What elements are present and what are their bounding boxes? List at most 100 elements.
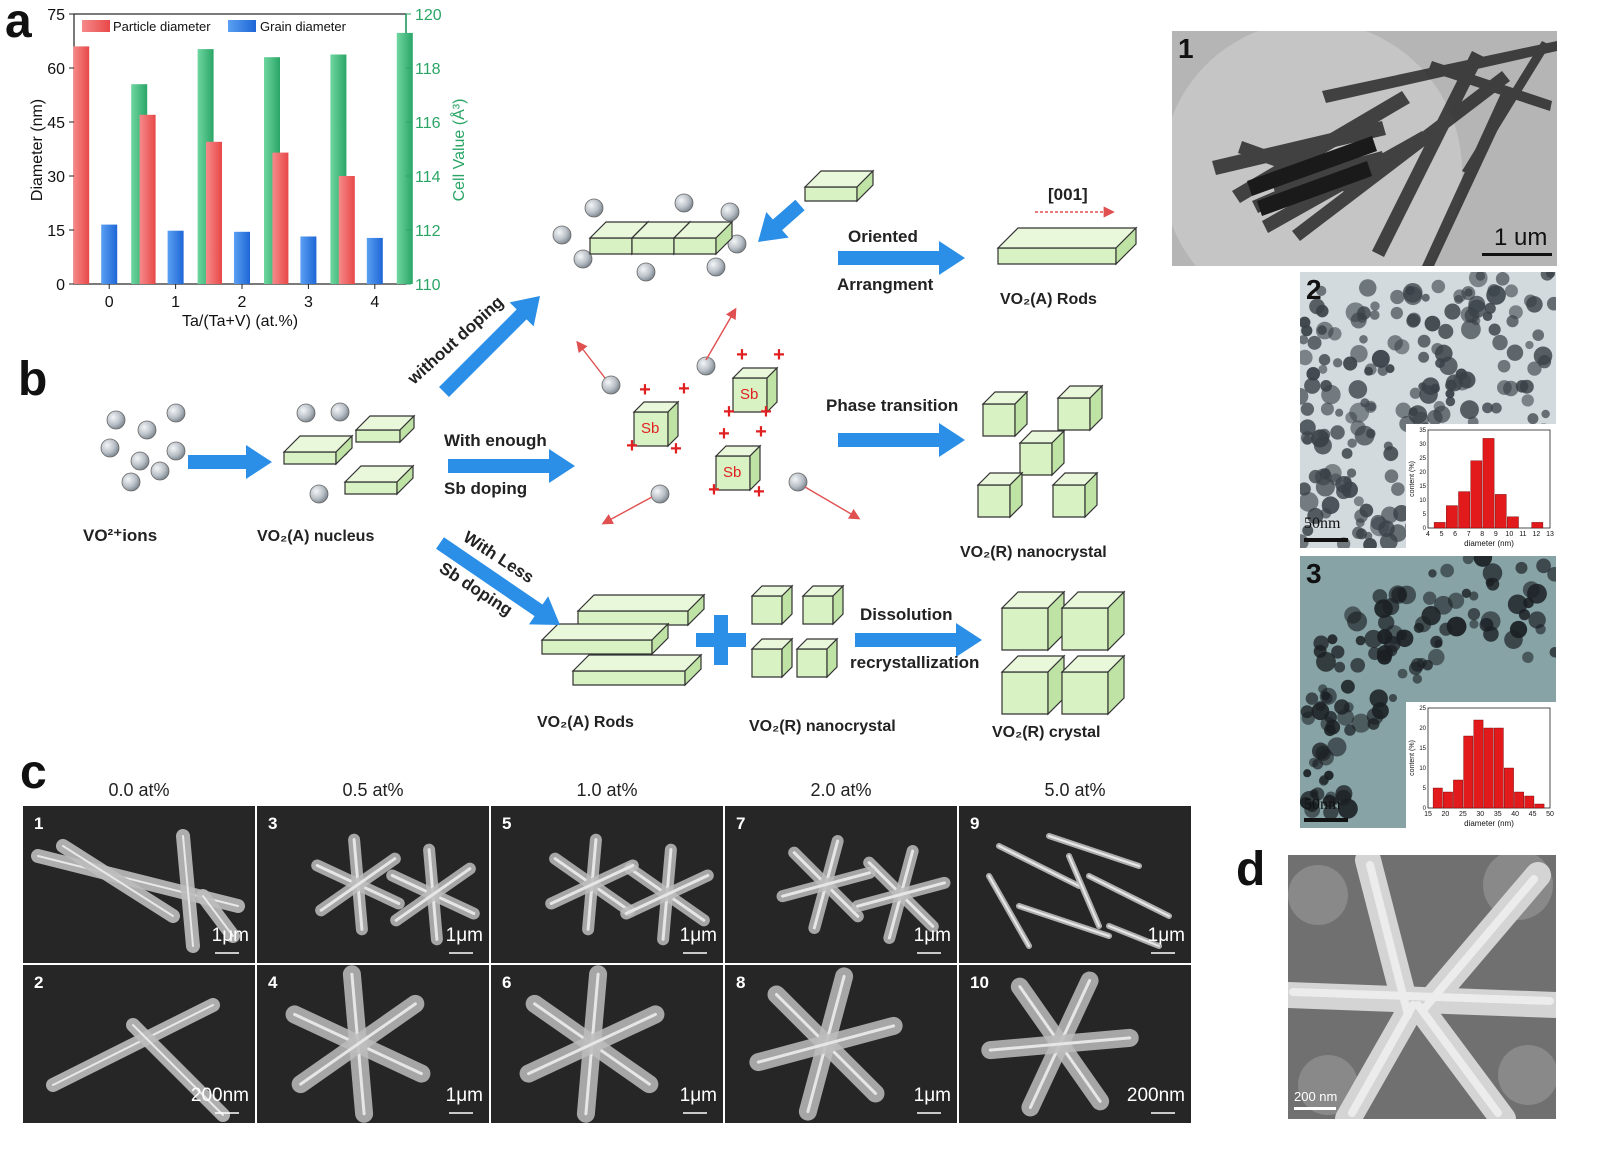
concentration-label: 1.0 at% — [576, 780, 638, 800]
charge-plus: + — [670, 438, 682, 460]
sem-scale-label: 1μm — [679, 925, 717, 946]
label-with-enough: With enough — [444, 431, 547, 450]
label-vo2r-nanocrystal-bottom: VO₂(R) nanocrystal — [749, 718, 896, 735]
sem-image-number: 6 — [502, 973, 512, 992]
nanocrystal-cube — [1018, 429, 1066, 477]
histogram-bar — [1458, 491, 1470, 529]
sb-cube-2: Sb — [731, 366, 779, 414]
concentration-label: 0.5 at% — [342, 780, 404, 800]
vo2a-rod-top — [996, 226, 1138, 266]
x-tick-label: 0 — [105, 294, 114, 311]
inset-x-label: diameter (nm) — [1464, 539, 1514, 548]
label-vo2a-rods-bottom: VO₂(A) Rods — [537, 714, 634, 731]
inset-x-tick-label: 20 — [1442, 811, 1450, 818]
histogram-bar — [1494, 494, 1507, 529]
vo2-ion-ball — [330, 402, 350, 422]
small-r-cube — [750, 637, 794, 679]
histogram-bar — [1507, 516, 1519, 529]
vo2-ion-ball — [636, 262, 656, 282]
y2-tick-label: 116 — [415, 115, 441, 132]
label-vo2-ions: VO²⁺ions — [83, 526, 157, 545]
label-vo2a-nucleus: VO₂(A) nucleus — [257, 528, 374, 545]
label-oriented: Oriented — [848, 227, 918, 246]
label-vo2r-nanocrystal-mid: VO₂(R) nanocrystal — [960, 544, 1107, 561]
nucleus-plate — [282, 434, 354, 466]
vo2-ion-ball — [573, 249, 593, 269]
histogram-bar — [1482, 438, 1495, 529]
vo2a-rod-bottom — [576, 593, 706, 627]
incoming-plate — [803, 169, 875, 203]
inset-x-tick-label: 35 — [1494, 811, 1502, 818]
nanocrystal-cube — [981, 390, 1029, 438]
concentration-label: 0.0 at% — [108, 780, 170, 800]
crystal-cube — [1060, 590, 1126, 652]
flow-arrow — [436, 537, 560, 625]
charge-plus: + — [678, 378, 690, 400]
vo2-ion-ball — [166, 403, 186, 423]
vo2-ion-ball — [552, 225, 572, 245]
sem-image-number: 1 — [34, 814, 44, 833]
bar-grain-diameter — [167, 230, 184, 284]
vo2-ion-ball — [727, 234, 747, 254]
histogram-bar — [1446, 505, 1458, 529]
y-tick-label: 60 — [47, 61, 65, 78]
inset-y-tick-label: 5 — [1423, 786, 1427, 792]
sem-scale-label: 200nm — [190, 1085, 249, 1106]
inset-x-tick-label: 9 — [1494, 531, 1498, 538]
sb-cube-3: Sb — [714, 444, 762, 492]
label-direction-001: [001] — [1048, 185, 1088, 204]
rod-segment — [630, 220, 692, 256]
histogram-bar — [1493, 727, 1504, 809]
bar-particle-diameter — [206, 141, 222, 284]
bar-particle-diameter — [338, 176, 355, 284]
inset-x-tick-label: 5 — [1440, 531, 1444, 538]
tem-image-2-scale: 50nm — [1304, 515, 1341, 532]
sem-scale-label: 1μm — [445, 1085, 483, 1106]
concentration-label: 5.0 at% — [1044, 780, 1106, 800]
legend-label-grain: Grain diameter — [260, 19, 347, 34]
vo2-ion-ball — [584, 198, 604, 218]
inset-x-label: diameter (nm) — [1464, 819, 1514, 828]
inset-x-tick-label: 15 — [1424, 811, 1432, 818]
sem-image-number: 10 — [970, 973, 989, 992]
inset-y-tick-label: 0 — [1423, 526, 1427, 532]
tem-image-3-scale: 50nm — [1304, 796, 1341, 813]
panel-label-d: d — [1236, 843, 1266, 896]
y2-tick-label: 110 — [415, 277, 441, 294]
flow-arrow — [448, 449, 575, 483]
tem-image-3-number: 3 — [1306, 558, 1322, 589]
inset-x-tick-label: 50 — [1546, 811, 1554, 818]
plus-sign — [696, 615, 746, 665]
y2-tick-label: 120 — [415, 7, 442, 24]
sb-label-2: Sb — [740, 386, 758, 403]
crystal-cube — [1060, 654, 1126, 716]
sem-image-number: 8 — [736, 973, 746, 992]
vo2-ion-ball — [601, 375, 621, 395]
dissociation-arrows — [576, 307, 861, 525]
x-tick-label: 2 — [238, 294, 247, 311]
bar-particle-diameter — [73, 46, 90, 285]
histogram-bar — [1433, 522, 1446, 529]
y-tick-label: 0 — [56, 277, 65, 294]
histogram-bar — [1531, 522, 1544, 529]
inset-x-tick-label: 4 — [1426, 531, 1430, 538]
crystal-cube — [1000, 654, 1066, 716]
y-axis-label: Diameter (nm) — [29, 99, 46, 201]
vo2a-rod-bottom — [571, 653, 703, 687]
panel-label-a: a — [5, 0, 32, 48]
charge-plus: + — [760, 401, 772, 423]
x-axis-label: Ta/(Ta+V) (at.%) — [182, 313, 298, 330]
legend-swatch-particle — [82, 20, 110, 32]
histogram-bar — [1443, 791, 1453, 809]
nucleus-plate — [343, 464, 415, 496]
label-arrangment: Arrangment — [837, 275, 934, 294]
bar-grain-diameter — [234, 231, 250, 284]
vo2-ion-ball — [296, 403, 316, 423]
y-tick-label: 30 — [47, 169, 65, 186]
